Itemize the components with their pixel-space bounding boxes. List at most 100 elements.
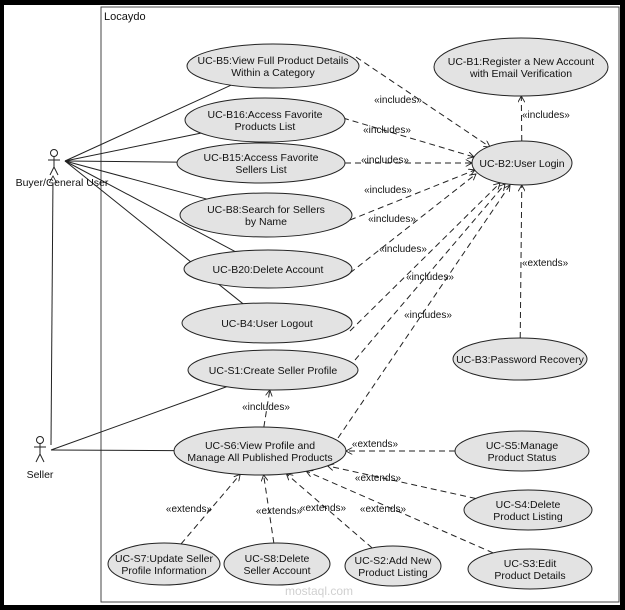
stick-figure-icon xyxy=(34,436,46,463)
actor-label: Seller xyxy=(27,469,54,481)
use-case-label: UC-S3:Edit xyxy=(504,558,557,570)
use-case-label: Product Details xyxy=(494,570,565,582)
use-case-label: UC-B16:Access Favorite xyxy=(208,109,323,121)
extends-label: «extends» xyxy=(522,258,569,269)
association-line-seller-s6 xyxy=(50,449,175,452)
use-case-ellipse[interactable] xyxy=(463,489,593,531)
extends-arrow-s8-to-s6 xyxy=(264,475,275,544)
use-case-label: UC-S8:Delete xyxy=(245,553,310,565)
use-case-label: UC-S5:Manage xyxy=(486,440,559,452)
use-case-ellipse[interactable] xyxy=(183,249,353,289)
use-case-label: Product Listing xyxy=(493,511,563,523)
includes-label: «includes» xyxy=(522,110,570,121)
includes-arrow-b16-to-b2 xyxy=(342,117,474,157)
watermark: mostaql.com xyxy=(285,584,353,598)
use-case-label: Product Status xyxy=(488,452,557,464)
includes-arrow-b5-to-b2 xyxy=(355,56,490,147)
use-case-ellipse[interactable] xyxy=(179,192,353,238)
association-layer xyxy=(50,84,244,452)
use-case-label: UC-B8:Search for Sellers xyxy=(207,204,325,216)
use-case-label: UC-B20:Delete Account xyxy=(213,264,324,276)
use-case-label: UC-B2:User Login xyxy=(479,158,564,170)
use-case-label: Within a Category xyxy=(231,67,315,79)
use-case-b3[interactable]: UC-B3:Password Recovery xyxy=(452,337,588,381)
relationship-layer: «includes» «includes» «includes» «includes»… xyxy=(166,56,570,554)
extends-arrow-s2-to-s6 xyxy=(286,474,373,549)
use-case-label: Manage All Published Products xyxy=(187,452,332,464)
use-case-label: UC-B5:View Full Product Details xyxy=(198,55,349,67)
includes-arrow-b8-to-b2 xyxy=(349,170,475,221)
includes-arrow-s1-to-b2 xyxy=(354,184,505,361)
use-case-ellipse[interactable] xyxy=(173,426,347,476)
use-case-b2[interactable]: UC-B2:User Login xyxy=(471,140,573,186)
use-case-label: UC-S2:Add New xyxy=(354,555,431,567)
includes-arrow-s6-to-s1 xyxy=(263,390,270,428)
includes-label: «includes» xyxy=(242,402,290,413)
use-case-ellipse[interactable] xyxy=(433,37,609,97)
use-case-label: Product Listing xyxy=(358,567,428,579)
use-case-label: UC-S1:Create Seller Profile xyxy=(209,365,338,377)
use-case-s1[interactable]: UC-S1:Create Seller Profile xyxy=(187,349,359,391)
association-line-buyer-b20 xyxy=(64,160,236,252)
use-case-ellipse[interactable] xyxy=(452,337,588,381)
includes-label: «includes» xyxy=(404,310,452,321)
use-case-ellipse[interactable] xyxy=(223,542,331,586)
use-case-label: UC-B1:Register a New Account xyxy=(448,56,595,68)
stick-figure-icon xyxy=(48,149,60,176)
extends-arrow-s7-to-s6 xyxy=(180,474,240,545)
use-case-label: UC-B3:Password Recovery xyxy=(456,354,585,366)
includes-arrow-b20-to-b2 xyxy=(349,174,476,274)
use-case-b20[interactable]: UC-B20:Delete Account xyxy=(183,249,353,289)
use-case-label: with Email Verification xyxy=(469,68,572,80)
use-case-ellipse[interactable] xyxy=(176,142,346,184)
use-case-label: UC-B15:Access Favorite xyxy=(204,152,319,164)
system-boundary xyxy=(100,6,620,603)
actor-seller[interactable]: Seller xyxy=(27,436,54,482)
use-case-ellipse[interactable] xyxy=(187,349,359,391)
use-case-label: by Name xyxy=(245,216,287,228)
use-case-label: Sellers List xyxy=(235,164,286,176)
use-case-ellipse[interactable] xyxy=(181,302,353,344)
actor-buyer[interactable]: Buyer/General User xyxy=(16,149,109,190)
use-case-ellipse[interactable] xyxy=(454,430,590,472)
use-case-ellipse[interactable] xyxy=(184,97,346,143)
use-case-label: UC-S4:Delete xyxy=(496,499,561,511)
use-case-ellipse[interactable] xyxy=(107,542,221,586)
use-case-label: Products List xyxy=(235,121,296,133)
use-case-diagram: Locaydo mostaql.com «includes»«includes»… xyxy=(16,6,620,603)
includes-label: «includes» xyxy=(368,214,416,225)
includes-label: «includes» xyxy=(374,95,422,106)
includes-label: «includes» xyxy=(406,272,454,283)
includes-label: «includes» xyxy=(364,185,412,196)
association-line-buyer-b8 xyxy=(64,160,207,200)
use-case-ellipse[interactable] xyxy=(344,545,442,587)
association-line-buyer-b16 xyxy=(64,132,201,162)
use-case-ellipse[interactable] xyxy=(471,140,573,186)
use-case-b4[interactable]: UC-B4:User Logout xyxy=(181,302,353,344)
use-case-ellipse[interactable] xyxy=(467,548,593,590)
extends-arrow-s4-to-s6 xyxy=(328,466,476,499)
includes-label: «includes» xyxy=(361,155,409,166)
extends-label: «extends» xyxy=(256,506,303,517)
use-case-ellipse[interactable] xyxy=(186,43,360,89)
includes-label: «includes» xyxy=(363,125,411,136)
extends-label: «extends» xyxy=(352,439,399,450)
includes-arrow-b4-to-b2 xyxy=(349,183,500,332)
actor-label: Buyer/General User xyxy=(16,177,109,189)
use-case-label: UC-B4:User Logout xyxy=(221,318,313,330)
association-line-buyer-b5 xyxy=(64,84,232,162)
